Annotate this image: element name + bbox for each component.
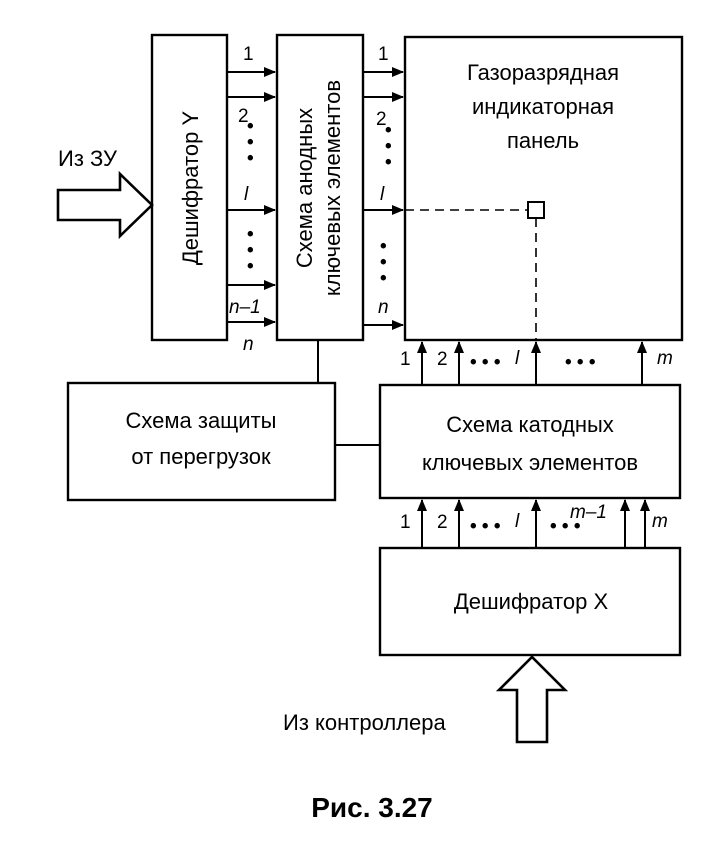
anode-keys-block: Схема анодных ключевых элементов — [275, 33, 365, 342]
cathode-dots-a: • • • — [470, 352, 501, 373]
x-dots-b: • • • — [550, 516, 581, 537]
anode-dots-4: • — [380, 236, 387, 257]
y-dots-2: • — [247, 132, 254, 153]
decoder-x-outputs: 1 2 • • • l • • • m–1 m — [400, 499, 668, 548]
y-dots-4: • — [247, 224, 254, 245]
panel-label-line2: индикаторная — [472, 94, 614, 119]
selected-cell — [527, 201, 545, 219]
input-arrow-controller — [495, 655, 569, 744]
cathode-output-label-l: l — [515, 348, 520, 369]
decoder-y-block: Дешифратор Y — [150, 33, 229, 342]
x-output-label-m: m — [652, 511, 668, 532]
anode-dots-1: • — [385, 120, 392, 141]
cathode-keys-label-line1: Схема катодных — [446, 412, 614, 437]
cathode-keys-block: Схема катодных ключевых элементов — [378, 383, 682, 500]
y-output-label-2: 2 — [238, 106, 249, 127]
cathode-output-label-m: m — [657, 348, 673, 369]
y-dots-6: • — [247, 256, 254, 277]
anode-dots-2: • — [385, 136, 392, 157]
anode-keys-label-line1: Схема анодных — [292, 108, 317, 268]
anode-dots-3: • — [385, 152, 392, 173]
overload-label-line2: от перегрузок — [131, 444, 271, 469]
panel-label-line3: панель — [507, 128, 579, 153]
anode-output-label-l: l — [380, 184, 385, 205]
overload-label-line1: Схема защиты — [126, 408, 277, 433]
x-dots-a: • • • — [470, 516, 501, 537]
decoder-y-outputs: 1 2 • • • l • • • n–1 n — [227, 44, 276, 355]
cathode-outputs: 1 2 • • • l • • • m — [400, 341, 673, 385]
y-dots-5: • — [247, 240, 254, 261]
y-dots-3: • — [247, 148, 254, 169]
anode-output-label-1: 1 — [378, 44, 389, 65]
y-dots-1: • — [247, 116, 254, 137]
y-output-label-1: 1 — [243, 44, 254, 65]
input-from-controller-label: Из контроллера — [283, 710, 446, 735]
cathode-output-label-2: 2 — [437, 349, 448, 370]
anode-dots-6: • — [380, 268, 387, 289]
indicator-panel-block: Газоразрядная индикаторная панель — [403, 35, 684, 342]
input-from-controller: Из контроллера — [283, 655, 569, 744]
y-output-label-n: n — [243, 334, 254, 355]
anode-keys-label-line2: ключевых элементов — [320, 80, 345, 296]
y-output-label-n-1: n–1 — [229, 297, 261, 318]
panel-label-line1: Газоразрядная — [467, 60, 619, 85]
input-from-memory: Из ЗУ — [56, 146, 154, 240]
figure-caption: Рис. 3.27 — [311, 792, 433, 823]
anode-outputs: 1 2 • • • l • • • n — [363, 44, 404, 330]
decoder-x-label: Дешифратор X — [454, 589, 609, 614]
anode-output-label-n: n — [378, 297, 389, 318]
anode-dots-5: • — [380, 252, 387, 273]
y-output-label-l: l — [244, 184, 249, 205]
cathode-keys-label-line2: ключевых элементов — [422, 450, 638, 475]
cathode-output-label-1: 1 — [400, 349, 411, 370]
cathode-dots-b: • • • — [565, 352, 596, 373]
x-output-label-l: l — [515, 511, 520, 532]
x-output-label-2: 2 — [437, 512, 448, 533]
x-output-label-m-1: m–1 — [570, 502, 607, 523]
overload-protection-block: Схема защиты от перегрузок — [66, 381, 337, 502]
anode-output-label-2: 2 — [376, 109, 387, 130]
decoder-y-label: Дешифратор Y — [178, 111, 203, 266]
input-arrow-memory — [56, 170, 154, 240]
decoder-x-block: Дешифратор X — [378, 546, 682, 657]
x-output-label-1: 1 — [400, 512, 411, 533]
input-from-memory-label: Из ЗУ — [58, 146, 118, 171]
